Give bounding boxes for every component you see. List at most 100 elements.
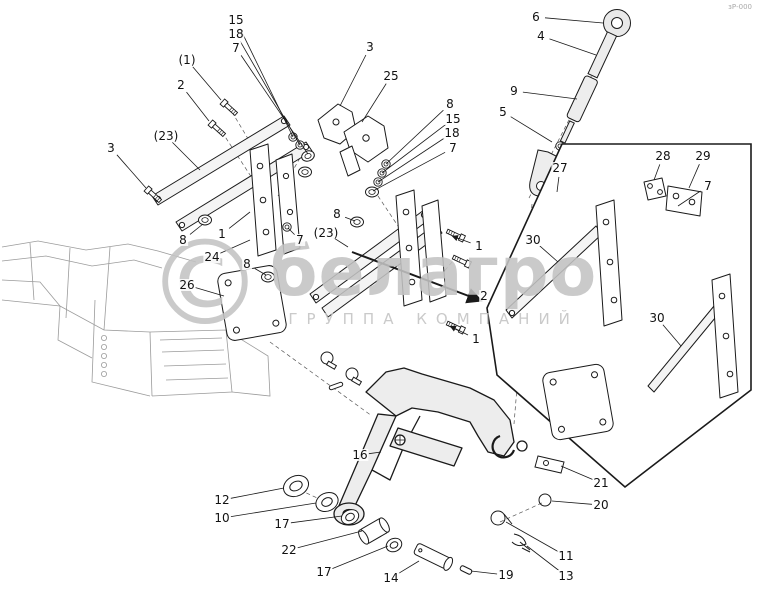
leader-line-8 <box>344 216 356 222</box>
part-label-26: 26 <box>178 278 196 292</box>
part-label-21: 21 <box>592 476 610 490</box>
leader-line-8 <box>385 109 444 165</box>
part-label-4: 4 <box>536 29 546 43</box>
top-brackets <box>317 103 389 177</box>
corner-code: зР-000 <box>728 3 752 11</box>
leader-line-1 <box>228 211 251 229</box>
leader-line-26 <box>195 287 225 297</box>
mounting-plate <box>217 265 287 341</box>
part-label-25: 25 <box>382 69 400 83</box>
part-label-30: 30 <box>524 233 542 247</box>
part-label-9: 9 <box>509 84 519 98</box>
part-label-30: 30 <box>648 311 666 325</box>
leader-line-24 <box>220 239 251 254</box>
leader-line-23 <box>172 142 201 171</box>
part-label-29: 29 <box>694 149 712 163</box>
leader-line-25 <box>361 83 387 123</box>
part-label-6: 6 <box>531 10 541 24</box>
part-label-8: 8 <box>178 233 188 247</box>
part-label-24: 24 <box>203 250 221 264</box>
leader-line-23 <box>333 237 349 248</box>
leader-line-28 <box>653 164 661 181</box>
small-parts <box>282 351 565 575</box>
leader-line-1 <box>449 325 469 336</box>
part-label-18: 18 <box>443 126 461 140</box>
part-label-8: 8 <box>242 257 252 271</box>
part-label-16: 16 <box>351 448 369 462</box>
leader-lines <box>116 17 701 575</box>
leader-line-27 <box>556 176 560 193</box>
leader-line-1 <box>451 235 471 244</box>
part-label-20: 20 <box>592 498 610 512</box>
leader-line-22 <box>297 530 363 549</box>
part-label-7: 7 <box>703 179 713 193</box>
leader-line-7 <box>287 227 295 235</box>
part-label-22: 22 <box>280 543 298 557</box>
leader-line-13 <box>526 545 560 571</box>
part-label-15: 15 <box>227 13 245 27</box>
part-label-2: 2 <box>479 289 489 303</box>
leader-line-3 <box>339 54 367 107</box>
part-label-7: 7 <box>231 41 241 55</box>
part-label-1: 1 <box>217 227 227 241</box>
leader-line-11 <box>505 521 559 552</box>
part-label-1: (1) <box>177 53 197 67</box>
leader-line-8 <box>189 223 204 235</box>
part-label-11: 11 <box>557 549 575 563</box>
part-label-1: 1 <box>474 239 484 253</box>
leader-line-4 <box>549 38 597 56</box>
part-label-3: 3 <box>106 141 116 155</box>
part-label-7: 7 <box>448 141 458 155</box>
leader-line-17 <box>332 545 389 569</box>
leader-line-7 <box>372 151 446 192</box>
leader-line-5 <box>510 116 553 143</box>
leader-line-9 <box>522 91 578 100</box>
leader-line-12 <box>230 487 285 499</box>
leader-line-18 <box>377 137 445 183</box>
part-label-8: 8 <box>332 207 342 221</box>
leader-line-29 <box>688 164 700 189</box>
leader-line-20 <box>551 500 593 505</box>
part-label-19: 19 <box>497 568 515 582</box>
leader-line-1 <box>192 66 222 101</box>
top-link-assembly <box>529 9 631 197</box>
part-label-5: 5 <box>498 105 508 119</box>
leader-line-15 <box>381 124 447 174</box>
part-label-3: 3 <box>365 40 375 54</box>
part-label-17: 17 <box>273 517 291 531</box>
leader-line-7 <box>677 190 701 207</box>
tractor-frame-sketch <box>1 240 271 397</box>
leader-line-2 <box>186 91 210 122</box>
leader-line-7 <box>240 55 309 155</box>
part-label-13: 13 <box>557 569 575 583</box>
part-label-14: 14 <box>382 571 400 585</box>
leader-line-30 <box>539 245 559 263</box>
part-label-12: 12 <box>213 493 231 507</box>
part-label-28: 28 <box>654 149 672 163</box>
leader-line-21 <box>560 465 593 480</box>
leader-line-16 <box>368 451 382 455</box>
part-label-8: 8 <box>445 97 455 111</box>
center-bracket-assembly <box>309 189 447 318</box>
inset-panel <box>486 143 752 489</box>
part-label-17: 17 <box>315 565 333 579</box>
leader-line-19 <box>470 570 498 575</box>
leader-line-6 <box>544 17 604 24</box>
leader-line-3 <box>116 154 147 189</box>
part-label-1: 1 <box>471 332 481 346</box>
part-label-2: 2 <box>176 78 186 92</box>
part-label-10: 10 <box>213 511 231 525</box>
left-bracket-assembly <box>151 115 313 257</box>
part-label-27: 27 <box>551 161 569 175</box>
leader-line-8 <box>254 268 267 276</box>
part-label-23: (23) <box>152 129 180 143</box>
part-label-15: 15 <box>444 112 462 126</box>
part-label-18: 18 <box>227 27 245 41</box>
leader-line-30 <box>662 324 682 347</box>
main-hitch-bracket <box>333 367 528 526</box>
inset-reference-arrow <box>351 251 483 304</box>
leader-line-10 <box>230 502 317 517</box>
part-label-7: 7 <box>295 233 305 247</box>
